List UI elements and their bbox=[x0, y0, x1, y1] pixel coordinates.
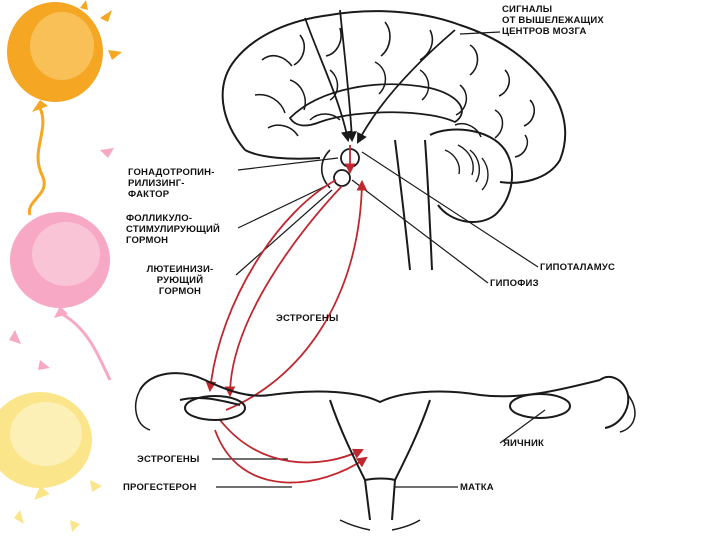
pointer-lines bbox=[212, 31, 546, 488]
label-progesterone: ПРОГЕСТЕРОН bbox=[123, 482, 197, 493]
brain-drawing bbox=[221, 10, 567, 271]
label-uterus: МАТКА bbox=[460, 482, 494, 493]
label-lh-line-2: РУЮЩИЙ bbox=[156, 275, 204, 286]
label-signals-line-2: ОТ ВЫШЕЛЕЖАЩИХ bbox=[502, 15, 604, 26]
label-hypothalamus: ГИПОТАЛАМУС bbox=[540, 262, 616, 273]
label-ovary: ЯИЧНИК bbox=[503, 438, 545, 449]
reproductive-organs-drawing bbox=[134, 372, 636, 531]
label-estrogens-top: ЭСТРОГЕНЫ bbox=[276, 313, 339, 324]
label-fsh-line-2: СТИМУЛИРУЮЩИЙ bbox=[126, 224, 221, 235]
label-fsh: ФОЛЛИКУЛО- СТИМУЛИРУЮЩИЙ ГОРМОН bbox=[126, 213, 220, 246]
label-fsh-line-1: ФОЛЛИКУЛО- bbox=[126, 213, 193, 224]
balloon-orange-icon bbox=[7, 0, 122, 216]
label-estrogens-bottom: ЭСТРОГЕНЫ bbox=[137, 454, 200, 465]
label-gnrh-line-3: ФАКТОР bbox=[128, 189, 170, 200]
label-lh-line-1: ЛЮТЕИНИЗИ- bbox=[146, 264, 214, 275]
label-lh: ЛЮТЕИНИЗИ- РУЮЩИЙ ГОРМОН bbox=[126, 264, 234, 297]
label-signals: СИГНАЛЫ ОТ ВЫШЕЛЕЖАЩИХ ЦЕНТРОВ МОЗГА bbox=[502, 4, 604, 37]
label-signals-line-3: ЦЕНТРОВ МОЗГА bbox=[502, 26, 587, 37]
label-fsh-line-3: ГОРМОН bbox=[126, 235, 169, 246]
label-gnrh-line-1: ГОНАДОТРОПИН- bbox=[128, 167, 215, 178]
label-gnrh: ГОНАДОТРОПИН- РИЛИЗИНГ- ФАКТОР bbox=[128, 167, 236, 200]
label-signals-line-1: СИГНАЛЫ bbox=[502, 4, 553, 15]
balloon-yellow-icon bbox=[0, 392, 102, 532]
label-lh-line-3: ГОРМОН bbox=[158, 286, 202, 297]
signal-arrows bbox=[304, 9, 456, 144]
balloon-pink-icon bbox=[9, 148, 114, 381]
label-gnrh-line-2: РИЛИЗИНГ- bbox=[128, 178, 185, 189]
label-pituitary: ГИПОФИЗ bbox=[490, 278, 539, 289]
